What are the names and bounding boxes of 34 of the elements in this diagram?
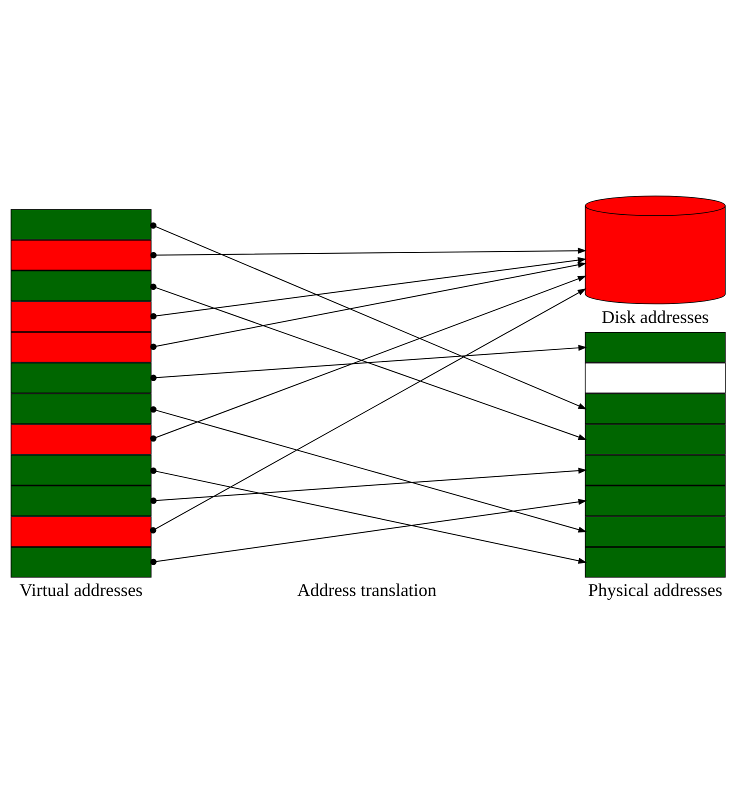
node-bar [10,393,152,424]
arrow [150,288,586,534]
node-bar [10,209,152,240]
arrow [150,468,588,504]
node-bar [10,240,152,271]
node-bar [10,424,152,455]
arrow [150,222,587,410]
node-bar [584,393,726,424]
node-bar [10,301,152,332]
node-bar [10,516,152,547]
node-bar [10,270,152,302]
node-bar [10,454,152,486]
node-bar [584,332,726,363]
label: Address translation [297,580,436,600]
node-bar [584,546,726,578]
label: Virtual addresses [20,580,143,600]
arrow [150,498,588,566]
node-bar [10,486,152,516]
arrow [150,262,587,350]
arrow [150,468,588,564]
arrow [150,257,587,320]
node-bar [10,332,152,363]
node-bar [10,362,152,394]
node-bar [584,424,726,455]
node-bar [584,362,726,394]
node-label: Disk addresses [602,306,709,327]
node-bar [584,486,726,516]
node-bar [584,516,726,547]
label: Physical addresses [588,580,722,600]
arrow [150,406,588,533]
arrow [150,248,587,258]
arrow [150,344,588,382]
node-bar [584,454,726,486]
node-bar [10,546,152,578]
